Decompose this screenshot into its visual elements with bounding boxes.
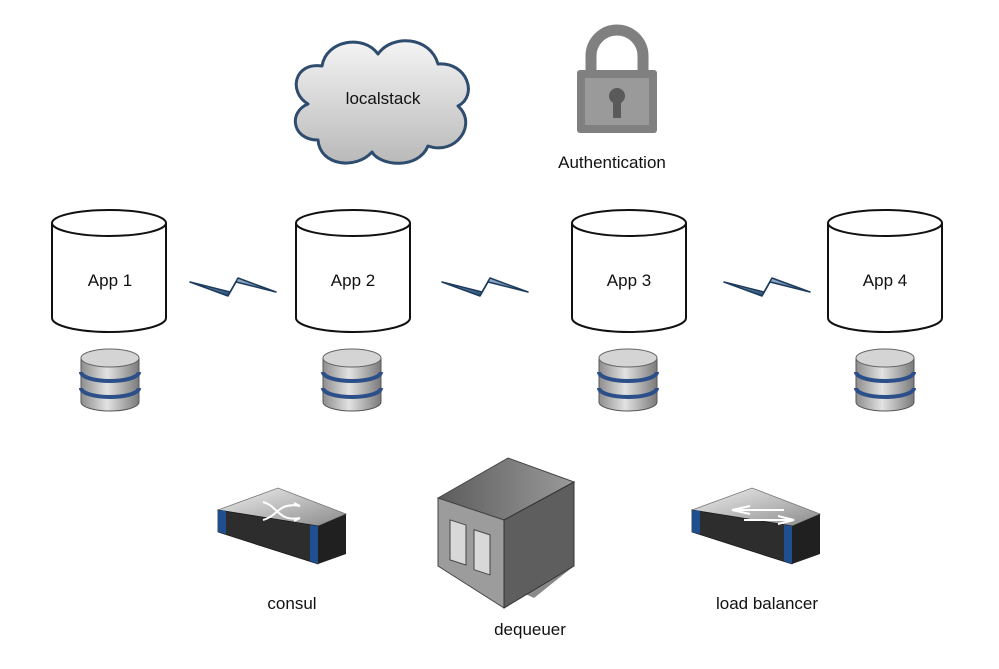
authentication-label: Authentication [558,153,666,172]
database-icon [79,347,141,413]
database-icon [597,347,659,413]
consul-label: consul [267,594,317,613]
app-2-label: App 2 [330,271,376,290]
app-1-label: App 1 [87,271,133,290]
server-icon [436,457,576,609]
load-balancer-label: load balancer [715,594,819,613]
dequeuer-label: dequeuer [494,620,566,639]
cloud-icon [293,39,470,165]
lightning-link-icon [723,277,811,297]
lock-icon [577,24,657,133]
database-icon [854,347,916,413]
cloud-label: localstack [345,89,421,108]
app-4-label: App 4 [862,271,908,290]
switch-icon [217,487,347,565]
app-3-label: App 3 [606,271,652,290]
lightning-link-icon [441,277,529,297]
lightning-link-icon [189,277,277,297]
load-balancer-icon [691,487,821,565]
database-icon [321,347,383,413]
